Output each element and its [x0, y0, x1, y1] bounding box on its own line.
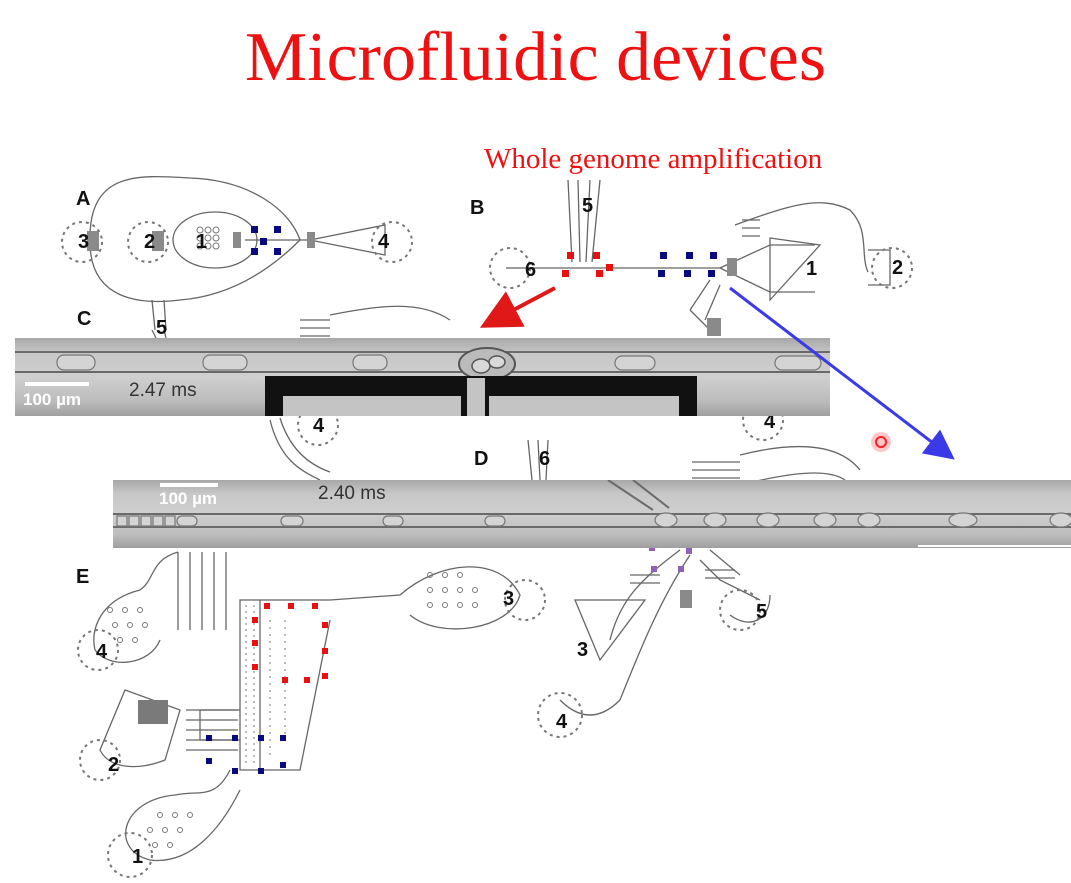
scale-bar-label: 100 µm	[23, 390, 81, 409]
port-label: 4	[764, 411, 776, 433]
micrograph-top: 100 µm 2.47 ms	[15, 338, 830, 416]
slide-subtitle: Whole genome amplification	[484, 143, 823, 175]
port-label: 2	[144, 231, 156, 253]
panel-label-e: E	[76, 566, 90, 588]
device-c-outline	[151, 305, 451, 481]
port-label: 2	[892, 257, 904, 279]
port-label: 3	[78, 231, 90, 253]
port-label: 5	[756, 601, 768, 623]
port-label: 5	[582, 195, 594, 217]
panel-label-a: A	[76, 188, 91, 210]
panel-label-d: D	[474, 448, 489, 470]
scale-bar	[160, 483, 218, 487]
port-label: 4	[378, 231, 390, 253]
port-label: 4	[96, 641, 108, 663]
port-label: 5	[156, 317, 168, 339]
micrograph-bottom: 100 µm 2.40 ms	[113, 480, 1071, 548]
micrograph-bottom-detail	[113, 480, 1071, 547]
panel-label-c: C	[77, 308, 92, 330]
port-label: 1	[196, 231, 208, 253]
timestamp-label: 2.40 ms	[318, 483, 386, 504]
slide-title: Microfluidic devices	[244, 19, 827, 96]
port-label: 2	[108, 754, 120, 776]
scale-bar	[25, 382, 89, 386]
arrow-red-icon	[479, 286, 556, 328]
device-d-outline	[527, 439, 861, 716]
port-label: 1	[806, 258, 818, 280]
port-label: 6	[525, 259, 537, 281]
port-label: 6	[539, 448, 551, 470]
arrow-blue-icon	[729, 286, 955, 460]
micrograph-top-detail	[15, 347, 830, 416]
device-a-outline	[89, 175, 386, 331]
port-label: 3	[577, 639, 589, 661]
panel-label-b: B	[470, 197, 485, 219]
timestamp-label: 2.47 ms	[129, 380, 197, 401]
port-label: 4	[313, 415, 325, 437]
port-label: 3	[503, 588, 515, 610]
port-label: 1	[132, 846, 144, 868]
scale-bar-label: 100 µm	[159, 489, 217, 508]
port-label: 4	[556, 711, 568, 733]
laser-pointer-icon	[871, 432, 891, 452]
